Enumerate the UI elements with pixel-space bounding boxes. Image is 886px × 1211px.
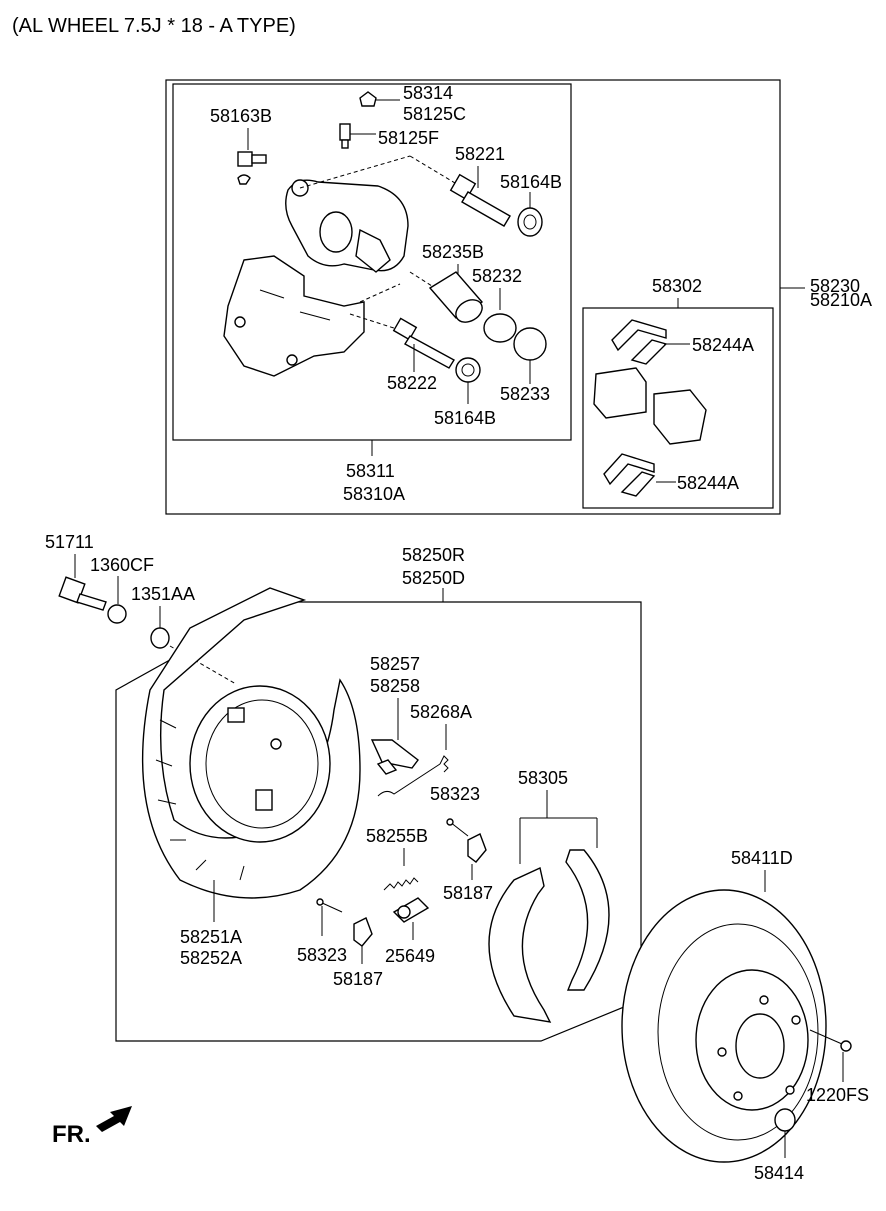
return-spring-icon bbox=[377, 755, 449, 797]
label-1360CF: 1360CF bbox=[90, 555, 154, 575]
label-caliper-assy-1: 58311 bbox=[346, 461, 395, 481]
dash-carrier-2 bbox=[349, 313, 401, 331]
lower-guide-pin-icon bbox=[392, 317, 455, 369]
label-58323-right: 58323 bbox=[430, 784, 480, 804]
adjuster-assembly-icon bbox=[392, 897, 430, 923]
label-caliper-group-2: 58210A bbox=[810, 290, 872, 310]
backing-plate-icon bbox=[189, 685, 331, 843]
pin-boot-icon bbox=[517, 207, 543, 237]
dash-piston bbox=[409, 271, 433, 287]
guide-pin-icon bbox=[449, 173, 511, 227]
hold-down-clip-right-icon bbox=[467, 833, 487, 863]
hold-down-clip-left-icon bbox=[353, 917, 373, 947]
dust-boot-icon bbox=[513, 327, 547, 361]
hold-down-pin-right-icon bbox=[446, 818, 469, 837]
plug-icon bbox=[774, 1108, 796, 1132]
parking-lever-icon bbox=[370, 739, 419, 775]
brake-shoe-left-icon bbox=[488, 867, 552, 1023]
caliper-carrier-icon bbox=[223, 255, 365, 377]
label-58222: 58222 bbox=[387, 373, 437, 393]
label-58125C: 58125C bbox=[403, 104, 466, 124]
label-caliper-group-1: 58230 bbox=[810, 276, 860, 296]
disc-screw-icon bbox=[809, 1029, 852, 1052]
label-58314: 58314 bbox=[403, 83, 453, 103]
piston-seal-icon bbox=[483, 313, 517, 343]
label-58164B-top: 58164B bbox=[500, 172, 562, 192]
adjuster-spring-icon bbox=[383, 877, 419, 891]
label-58257: 58257 bbox=[370, 654, 420, 674]
label-25649: 25649 bbox=[385, 946, 435, 966]
brake-shoe-right-icon bbox=[565, 849, 610, 991]
spacer-icon bbox=[150, 627, 170, 649]
label-1220FS: 1220FS bbox=[806, 1085, 869, 1105]
dash-caliper-2 bbox=[409, 155, 461, 187]
label-58187-right: 58187 bbox=[443, 883, 493, 903]
label-58255B: 58255B bbox=[366, 826, 428, 846]
label-58233: 58233 bbox=[500, 384, 550, 404]
dash-mounting bbox=[169, 645, 237, 685]
label-58235B: 58235B bbox=[422, 242, 484, 262]
label-58221: 58221 bbox=[455, 144, 505, 164]
label-disc: 58411D bbox=[731, 848, 793, 868]
piston-icon bbox=[428, 271, 484, 323]
label-58232: 58232 bbox=[472, 266, 522, 286]
dash-caliper-1 bbox=[299, 155, 411, 189]
label-backing-plate-2: 58250D bbox=[402, 568, 465, 588]
front-direction-label: FR. bbox=[52, 1121, 91, 1148]
pad-clip-bottom-icon bbox=[603, 453, 656, 497]
diagram-title: (AL WHEEL 7.5J * 18 - A TYPE) bbox=[12, 15, 296, 37]
label-58244A-bottom: 58244A bbox=[677, 473, 739, 493]
backing-plate-box bbox=[115, 601, 642, 1042]
label-backing-plate-1: 58250R bbox=[402, 545, 465, 565]
bleeder-screw-icon bbox=[339, 123, 351, 149]
guide-bolt-icon bbox=[237, 151, 267, 185]
bolt-icon bbox=[58, 576, 107, 611]
leader-shoe-set bbox=[519, 790, 598, 864]
label-58125F: 58125F bbox=[378, 128, 439, 148]
label-pad-kit: 58302 bbox=[652, 276, 702, 296]
caliper-group-box bbox=[165, 79, 781, 515]
caliper-body-icon bbox=[285, 179, 409, 273]
brake-disc-icon bbox=[621, 889, 827, 1163]
label-shoe-set: 58305 bbox=[518, 768, 568, 788]
label-58164B-bottom: 58164B bbox=[434, 408, 496, 428]
label-caliper-assy-2: 58310A bbox=[343, 484, 405, 504]
label-58187-left: 58187 bbox=[333, 969, 383, 989]
label-58251A: 58251A bbox=[180, 927, 242, 947]
label-58268A: 58268A bbox=[410, 702, 472, 722]
label-58252A: 58252A bbox=[180, 948, 242, 968]
label-1351AA: 1351AA bbox=[131, 584, 195, 604]
lower-pin-boot-icon bbox=[455, 357, 481, 383]
label-51711: 51711 bbox=[45, 532, 94, 552]
washer-icon bbox=[107, 604, 127, 624]
label-58258: 58258 bbox=[370, 676, 420, 696]
pad-clip-top-icon bbox=[611, 319, 668, 365]
front-arrow-icon bbox=[96, 1106, 132, 1132]
label-58163B: 58163B bbox=[210, 106, 272, 126]
label-58323-left: 58323 bbox=[297, 945, 347, 965]
hold-down-pin-left-icon bbox=[316, 898, 343, 913]
brake-pad-icon bbox=[593, 367, 707, 445]
label-58244A-top: 58244A bbox=[692, 335, 754, 355]
bleeder-cap-icon bbox=[359, 91, 377, 107]
label-58414: 58414 bbox=[754, 1163, 804, 1183]
dash-carrier-1 bbox=[359, 283, 401, 303]
